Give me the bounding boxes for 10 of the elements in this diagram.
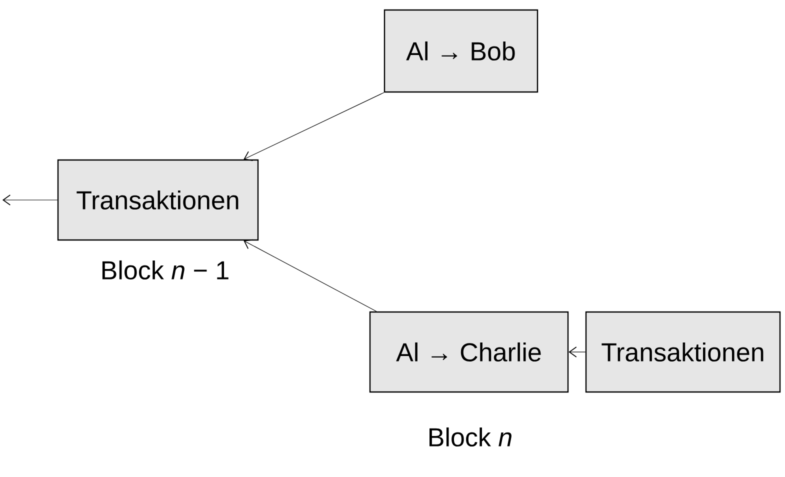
process-box: Transaktionen [585, 311, 781, 393]
arrow [2, 194, 58, 206]
block-label: Block n [430, 427, 512, 447]
arrow [244, 92, 384, 162]
arrow [244, 239, 377, 312]
process-box: Al → Charlie [369, 311, 569, 393]
process-box: Al → Bob [384, 9, 538, 93]
block-label: Block n − 1 [102, 260, 228, 280]
arrow [568, 346, 586, 358]
process-box: Transaktionen [57, 159, 259, 241]
